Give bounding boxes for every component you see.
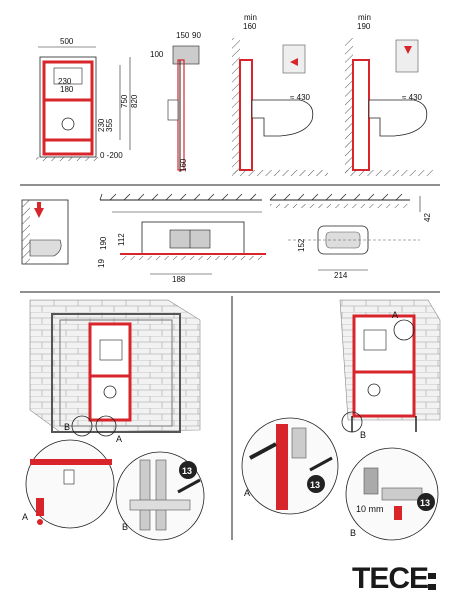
label-a-3: A (392, 310, 398, 320)
dim-100: 100 (150, 50, 164, 59)
dim-19: 19 (97, 259, 106, 268)
plan-view-left: 190 112 19 188 (97, 193, 266, 284)
dim-188: 188 (172, 275, 186, 284)
dim-500: 500 (60, 37, 74, 46)
step-13-c: 13 (420, 498, 430, 508)
dim-152: 152 (297, 238, 306, 252)
detail-circle-b-left: 13 B (115, 451, 205, 541)
dim-190: 190 (99, 236, 108, 250)
label-b-4: B (350, 528, 356, 538)
dim-90: 90 (192, 31, 201, 40)
label-a-2: A (22, 512, 28, 522)
dim-42: 42 (423, 213, 432, 222)
dim-160-side: 160 (179, 158, 188, 172)
label-b-2: B (122, 522, 128, 532)
dim-820: 820 (130, 94, 139, 108)
dim-750: 750 (120, 94, 129, 108)
section-toilet-2: min 190 ≈ 430 (345, 13, 435, 176)
dim-230: 230 (58, 77, 72, 86)
min-value-160: 160 (243, 22, 257, 31)
tece-logo: TECE (352, 562, 429, 595)
step-13-a: 13 (182, 466, 192, 476)
frame-brick-wall-right: A B (339, 299, 441, 440)
min-label-1: min (244, 13, 257, 22)
warning-inset (21, 199, 69, 265)
label-10mm: 10 mm (356, 504, 384, 514)
step-13-b: 13 (310, 480, 320, 490)
approx-430-2: ≈ 430 (402, 93, 423, 102)
dim-230-v: 230 (97, 118, 106, 132)
dim-180: 180 (60, 85, 74, 94)
dim-214: 214 (334, 271, 348, 280)
front-view: 500 230 180 750 820 230 355 0 -200 (36, 37, 139, 161)
side-view: 150 90 100 160 (150, 31, 201, 172)
plan-view-right: 152 214 42 (269, 193, 432, 280)
label-a-1: A (116, 434, 122, 444)
detail-circle-b-right: 13 10 mm B (345, 447, 439, 541)
tece-logo-mark (428, 573, 438, 593)
dim-150: 150 (176, 31, 190, 40)
min-label-2: min (358, 13, 371, 22)
label-b-1: B (64, 422, 70, 432)
min-value-190: 190 (357, 22, 371, 31)
dim-0-200: 0 -200 (100, 151, 123, 160)
label-a-4: A (244, 488, 250, 498)
approx-430-1: ≈ 430 (290, 93, 311, 102)
detail-circle-a-left: A (22, 439, 115, 529)
section-toilet-1: min 160 ≈ 430 (232, 13, 328, 176)
dim-355: 355 (105, 118, 114, 132)
frame-brick-wall-left: B A (29, 299, 201, 444)
label-b-3: B (360, 430, 366, 440)
detail-circle-a-right: 13 A (241, 417, 339, 515)
dim-112: 112 (117, 233, 126, 246)
